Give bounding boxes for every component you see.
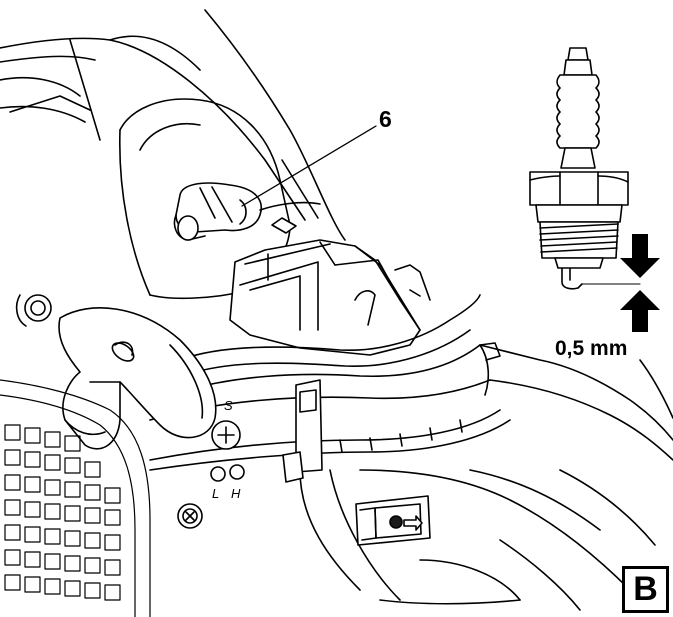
ignition-cable: [259, 201, 321, 211]
top-cover: [0, 9, 346, 241]
starter-handle: [58, 307, 217, 450]
screw-label-h: H: [231, 486, 241, 501]
rear-panel: [118, 98, 291, 300]
stop-switch: [355, 495, 431, 546]
adjust-screw-l: [210, 466, 226, 482]
adjust-screw-s: [211, 420, 241, 450]
leader-line-6: [241, 125, 377, 207]
electrode-gap-label: 0,5 mm: [555, 337, 628, 360]
screw-label-l: L: [212, 486, 220, 501]
screw-label-s: S: [224, 398, 233, 413]
cylinder-cover: [149, 294, 511, 471]
callout-6: 6: [379, 106, 392, 132]
spark-plug-boot: [173, 182, 262, 241]
spark-plug: [529, 47, 641, 290]
gap-arrows: [620, 234, 660, 332]
starter-grille: [0, 379, 151, 617]
choke-knob: [177, 503, 203, 529]
figure-label-badge: B: [622, 566, 669, 613]
side-cover: [299, 342, 673, 611]
air-filter-housing: [229, 239, 431, 356]
adjust-screw-h: [229, 464, 245, 480]
